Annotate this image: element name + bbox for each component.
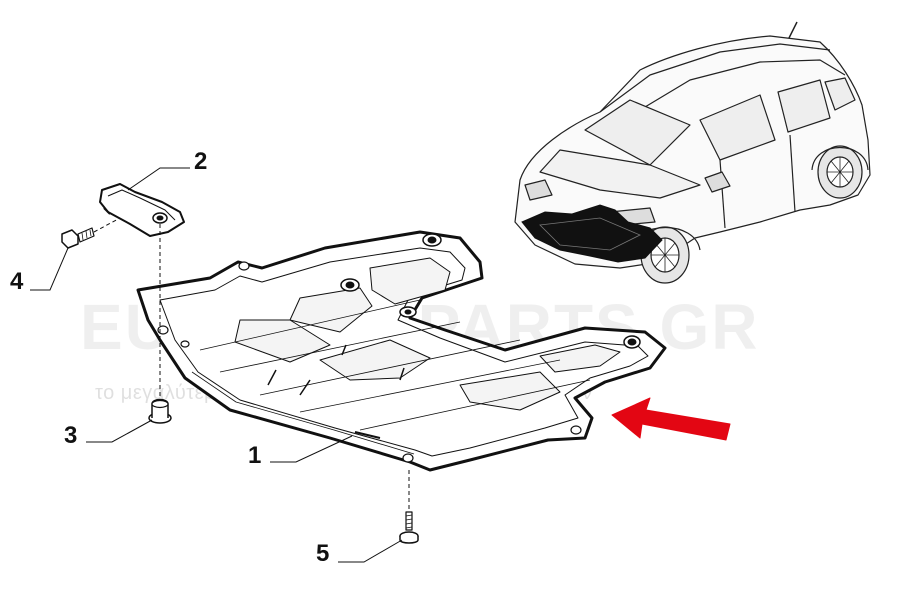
- red-indicator-arrow: [611, 397, 731, 441]
- assembly-lines: [93, 217, 410, 510]
- underbody-shield: [136, 230, 667, 472]
- callout-2: 2: [194, 148, 208, 175]
- callout-5: 5: [316, 540, 330, 567]
- callout-4: 4: [10, 268, 24, 295]
- clip-nut-part-3: [148, 398, 172, 424]
- bolt-part-4: [61, 227, 95, 249]
- screw-part-5: [399, 511, 419, 544]
- car-highlighted-shield: [521, 204, 663, 263]
- callout-3: 3: [64, 422, 78, 449]
- callout-1: 1: [248, 442, 262, 469]
- mounting-bracket: [99, 183, 185, 237]
- leader-lines: [30, 167, 403, 563]
